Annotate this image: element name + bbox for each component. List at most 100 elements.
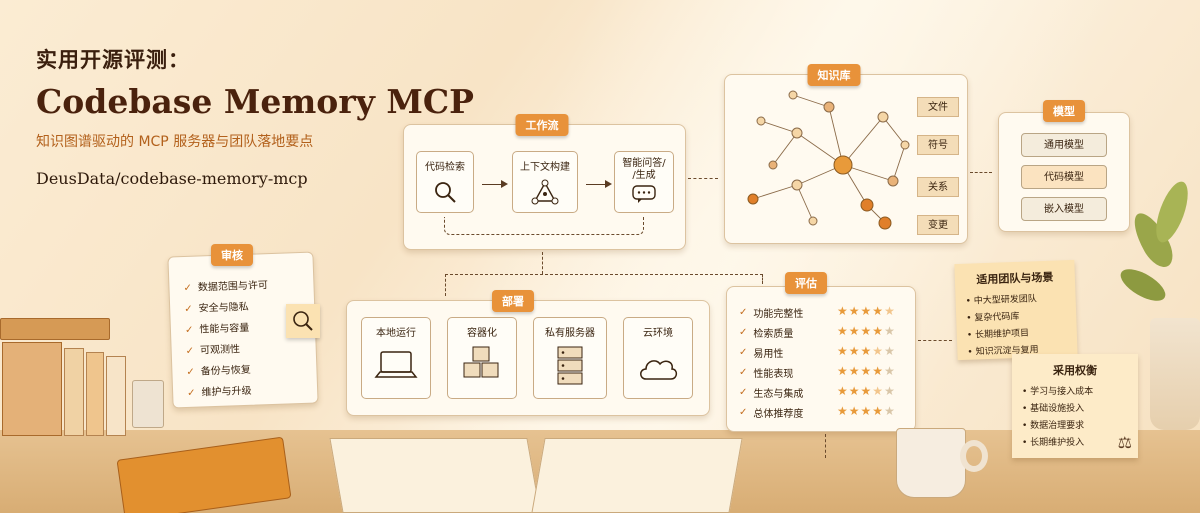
connector-workflow-kb [688,178,718,179]
star-icon: ★ [884,344,896,358]
tradeoff-item: • 学习与接入成本 [1022,387,1094,397]
review-item: ✓备份与恢复 [186,364,251,378]
star-icon: ★ [837,404,849,418]
deploy-panel: 本地运行 容器化 私有服务器 云环境 [346,300,710,416]
evaluation-row: ✓总体推荐度★★★★★ [739,404,895,420]
star-icon: ★ [837,384,849,398]
star-icon: ★ [860,324,873,338]
checkmark-icon: ✓ [739,367,748,378]
evaluation-row: ✓检索质量★★★★★ [739,324,895,340]
deploy-option-label: 私有服务器 [545,328,595,339]
workflow-step-qa: 智能问答/ /生成 [614,151,674,213]
kb-tag-changes: 变更 [917,215,959,235]
laptop-icon [374,351,418,378]
scenario-item: • 长期维护项目 [966,328,1030,341]
checkmark-icon: ✓ [739,347,748,358]
cubes-icon [463,346,499,378]
evaluation-row: ✓易用性★★★★★ [739,344,895,360]
chat-bubble-icon [632,185,656,203]
graph-triangle-icon [531,179,559,205]
review-item: ✓维护与升级 [186,385,252,399]
checkmark-icon: ✓ [184,324,194,337]
tradeoff-item: • 数据治理要求 [1022,421,1085,431]
coffee-cup-handle [960,440,988,472]
star-icon: ★ [848,344,861,358]
workflow-step-label: 智能问答/ /生成 [622,158,666,181]
star-icon: ★ [860,304,873,318]
deploy-option-label: 云环境 [643,328,673,339]
evaluation-panel: ✓功能完整性★★★★★✓检索质量★★★★★✓易用性★★★★★✓性能表现★★★★★… [726,286,916,432]
workflow-panel: 代码检索 上下文构建 智能问答/ /生成 [403,124,686,250]
review-tag: 审核 [211,244,253,266]
star-icon: ★ [872,304,885,318]
star-icon: ★ [884,404,896,418]
models-panel: 通用模型 代码模型 嵌入模型 [998,112,1130,232]
star-icon: ★ [848,304,861,318]
checkmark-icon: ✓ [186,387,196,399]
star-icon: ★ [860,344,873,358]
evaluation-label: 检索质量 [753,329,794,340]
review-item: ✓可观测性 [185,344,241,358]
star-icon: ★ [837,324,849,338]
plant-illustration [1115,170,1200,330]
star-icon: ★ [848,404,861,418]
workflow-step-retrieval: 代码检索 [416,151,474,213]
deploy-option-container: 容器化 [447,317,517,399]
deploy-option-label: 容器化 [467,328,497,339]
star-icon: ★ [872,324,885,338]
evaluation-row: ✓ 生态与集成 ★★★★★ [739,384,895,400]
review-item: ✓数据范围与许可 [183,280,269,295]
server-icon [557,346,583,385]
scenario-item: • 中大型研发团队 [965,294,1038,307]
model-code: 代码模型 [1021,165,1107,189]
star-rating: ★★★★★ [837,344,896,358]
connector-eval-scenarios [918,340,952,341]
connector-branch [445,274,763,275]
workflow-step-label: 代码检索 [425,162,465,173]
book-stack-illustration [0,318,135,438]
star-rating: ★★★★★ [837,384,896,398]
checkmark-icon: ✓ [184,303,193,316]
star-icon: ★ [848,364,861,378]
model-general: 通用模型 [1021,133,1107,157]
deploy-option-local: 本地运行 [361,317,431,399]
star-icon: ★ [872,364,885,378]
star-icon: ★ [860,404,873,418]
checkmark-icon: ✓ [185,345,195,358]
star-icon: ★ [872,344,885,358]
connector-to-eval [762,274,763,284]
star-icon: ★ [837,304,849,318]
scenario-item: • 复杂代码库 [966,311,1020,324]
knowledge-base-tag: 知识库 [807,64,861,86]
feedback-loop [444,217,644,235]
scenarios-note: 适用团队与场景 • 中大型研发团队 • 复杂代码库 • 长期维护项目 • 知识沉… [954,259,1078,361]
checkmark-icon: ✓ [739,387,748,398]
cloud-icon [640,360,678,380]
star-rating: ★★★★★ [837,364,896,378]
star-icon: ★ [848,384,861,398]
evaluation-label: 生态与集成 [753,389,804,400]
workflow-tag: 工作流 [515,114,569,136]
plant-pot-illustration [1150,318,1200,430]
star-icon: ★ [884,364,896,378]
workflow-step-context: 上下文构建 [512,151,578,213]
pencil-cup-illustration [132,380,164,428]
knowledge-base-panel: 文件 符号 关系 变更 [724,74,968,244]
evaluation-row: ✓性能表现★★★★★ [739,364,895,380]
star-rating: ★★★★★ [837,304,896,318]
title-block: 实用开源评测： Codebase Memory MCP 知识图谱驱动的 MCP … [36,44,476,188]
connector-to-deploy [445,274,446,296]
deploy-option-private-server: 私有服务器 [533,317,607,399]
model-embedding: 嵌入模型 [1021,197,1107,221]
evaluation-label: 总体推荐度 [753,409,804,420]
star-icon: ★ [860,364,873,378]
flow-arrow [482,180,508,188]
checkmark-icon: ✓ [739,307,748,318]
kb-tag-symbols: 符号 [917,135,959,155]
deploy-tag: 部署 [492,290,534,312]
star-icon: ★ [837,364,849,378]
connector-kb-models [970,172,992,173]
tradeoff-item: • 长期维护投入 [1022,438,1085,448]
deploy-option-cloud: 云环境 [623,317,693,399]
tradeoffs-note: 采用权衡 • 学习与接入成本 • 基础设施投入 • 数据治理要求 • 长期维护投… [1012,354,1138,458]
